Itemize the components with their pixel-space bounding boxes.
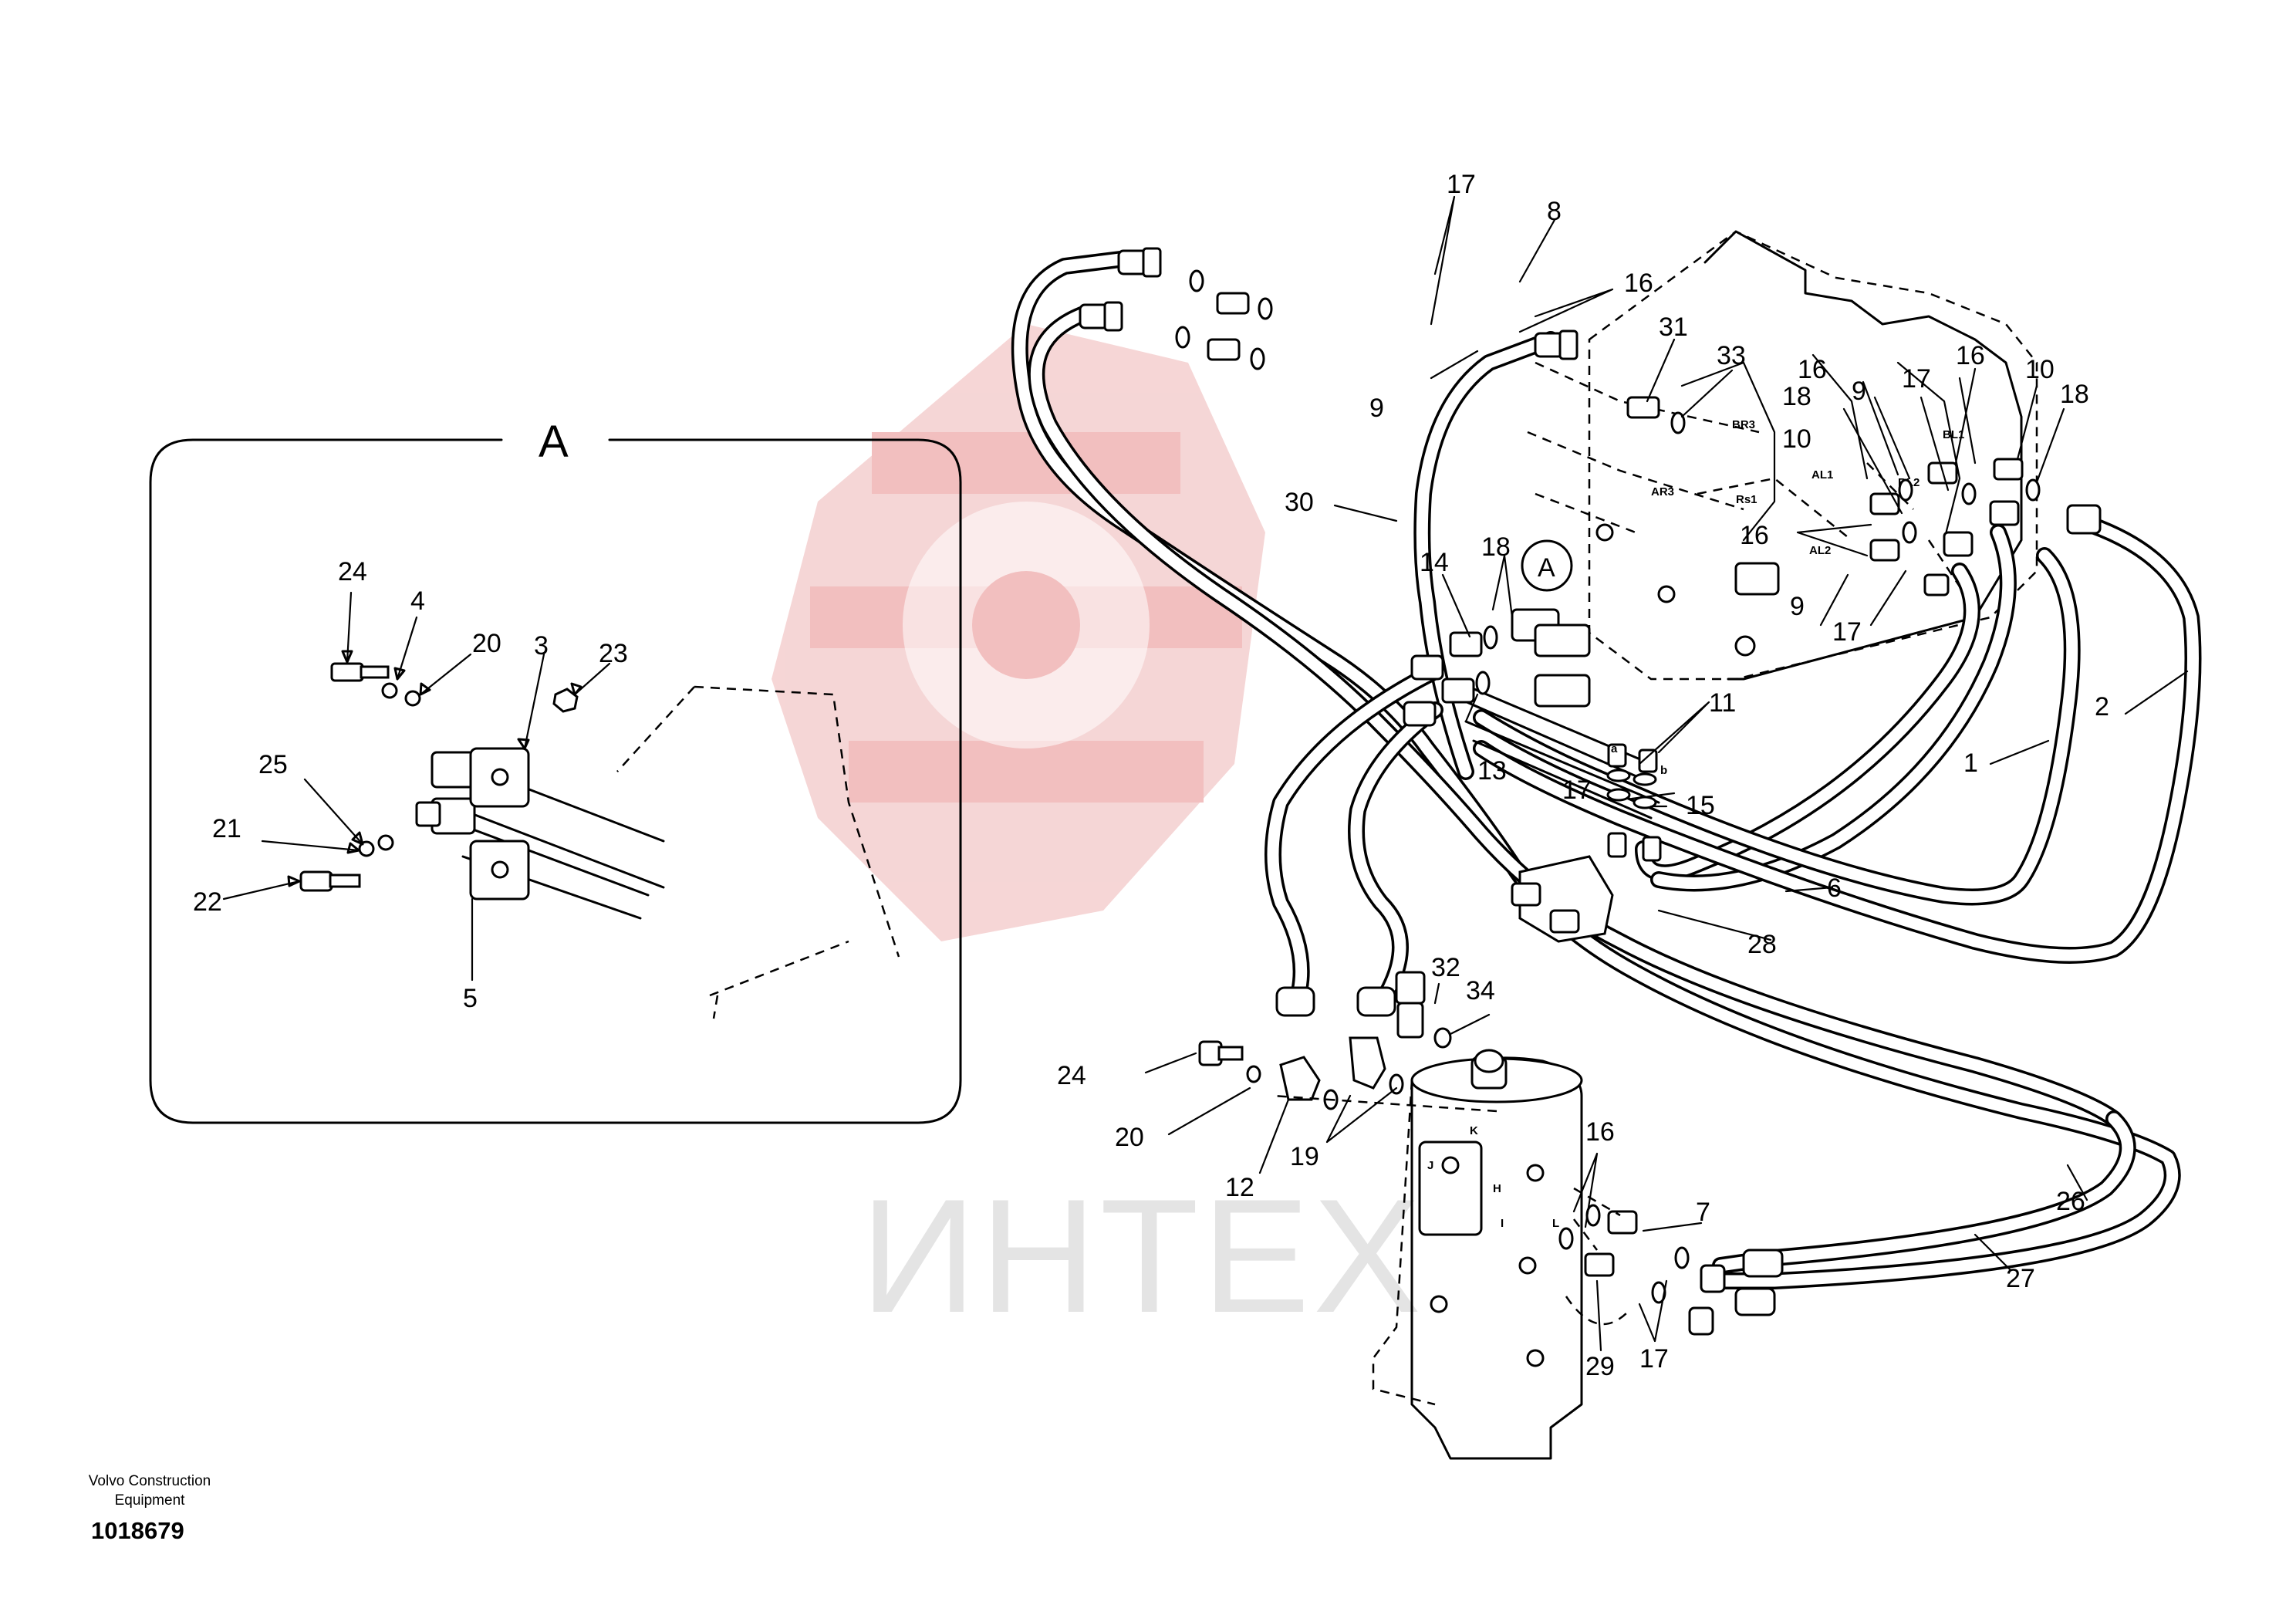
callout-24-main: 24 [1057,1061,1086,1090]
port-label-br3: BR3 [1732,418,1755,431]
company-name-line1: Volvo Construction [88,1473,211,1489]
callout-10-right: 10 [2025,355,2055,384]
callout-20-inset: 20 [472,629,501,658]
company-name-line2: Equipment [114,1492,185,1509]
hoses [1011,250,2202,1289]
port-label-l: L [1552,1217,1559,1230]
callout-16-lower: 16 [1585,1117,1615,1147]
port-label-rs1: Rs1 [1736,493,1757,506]
callout-24-inset: 24 [338,557,367,586]
company-name: Volvo Construction Equipment [57,1472,242,1510]
callout-17-right-a: 17 [1902,364,1931,394]
callout-19: 19 [1290,1142,1319,1171]
callout-16-top: 16 [1624,269,1653,298]
port-label-bl1: BL1 [1943,428,1964,441]
callout-7: 7 [1696,1198,1710,1227]
callout-3-inset: 3 [534,631,549,661]
callout-10-mid: 10 [1782,424,1811,454]
callout-30: 30 [1285,488,1314,517]
callout-34: 34 [1466,976,1495,1005]
callout-22-inset: 22 [193,887,222,917]
detail-view-title: A [539,417,569,467]
watermark-logo [772,324,1265,941]
callout-18-far-right: 18 [2060,380,2089,409]
callout-5-inset: 5 [463,984,478,1013]
port-label-h: H [1493,1182,1501,1195]
callout-20-main: 20 [1115,1123,1144,1152]
callout-15: 15 [1686,791,1715,820]
callout-1: 1 [1963,748,1978,778]
callout-9-right-a: 9 [1852,377,1866,406]
callout-27: 27 [2006,1264,2035,1293]
callout-13: 13 [1477,756,1507,786]
callout-11: 11 [1709,688,1736,718]
port-label-al2: AL2 [1809,544,1831,557]
port-label-ar3: AR3 [1651,485,1674,498]
callout-17-top: 17 [1447,170,1476,199]
view-a-marker-label: A [1538,553,1555,583]
detail-view-a: A 24 4 20 3 23 25 21 22 5 [149,417,962,1124]
callout-9-mid: 9 [1790,592,1805,621]
callout-14: 14 [1420,548,1449,577]
callout-17-lower: 17 [1562,776,1592,805]
view-a-marker-circle [1521,539,1573,592]
callout-23-inset: 23 [599,639,628,668]
callout-2: 2 [2095,692,2109,721]
callout-16-mid: 16 [1740,521,1769,550]
callout-8: 8 [1547,197,1562,226]
callout-26: 26 [2056,1187,2085,1216]
callout-18-right-a: 18 [1782,382,1811,411]
callout-9-top: 9 [1369,394,1384,423]
port-label-j: J [1427,1159,1433,1172]
document-number: 1018679 [91,1517,184,1544]
port-label-a: a [1611,742,1618,755]
callout-25-inset: 25 [258,750,288,779]
port-label-i: I [1501,1217,1504,1230]
callout-16-right-a: 16 [1798,355,1827,384]
watermark-text: ИНТЕХ [860,1165,1424,1347]
callout-32: 32 [1431,953,1460,982]
callout-21-inset: 21 [212,814,241,843]
main-assembly: BR3 AR3 Rs1 BL1 BL2 AL1 AL2 K J H L I [1011,170,2202,1460]
callout-6: 6 [1827,874,1842,903]
port-label-b: b [1660,764,1667,777]
port-label-al1: AL1 [1811,468,1833,482]
callout-33: 33 [1717,341,1746,370]
callout-31: 31 [1659,313,1688,342]
callout-17-bottom: 17 [1639,1344,1669,1374]
callout-16-right-b: 16 [1956,341,1985,370]
callout-17-mid: 17 [1832,617,1862,647]
callout-4-inset: 4 [410,586,425,616]
port-label-k: K [1470,1124,1478,1137]
callout-29: 29 [1585,1352,1615,1381]
callout-12: 12 [1225,1173,1254,1202]
callout-18-mid: 18 [1481,532,1511,562]
callout-28: 28 [1747,930,1777,959]
